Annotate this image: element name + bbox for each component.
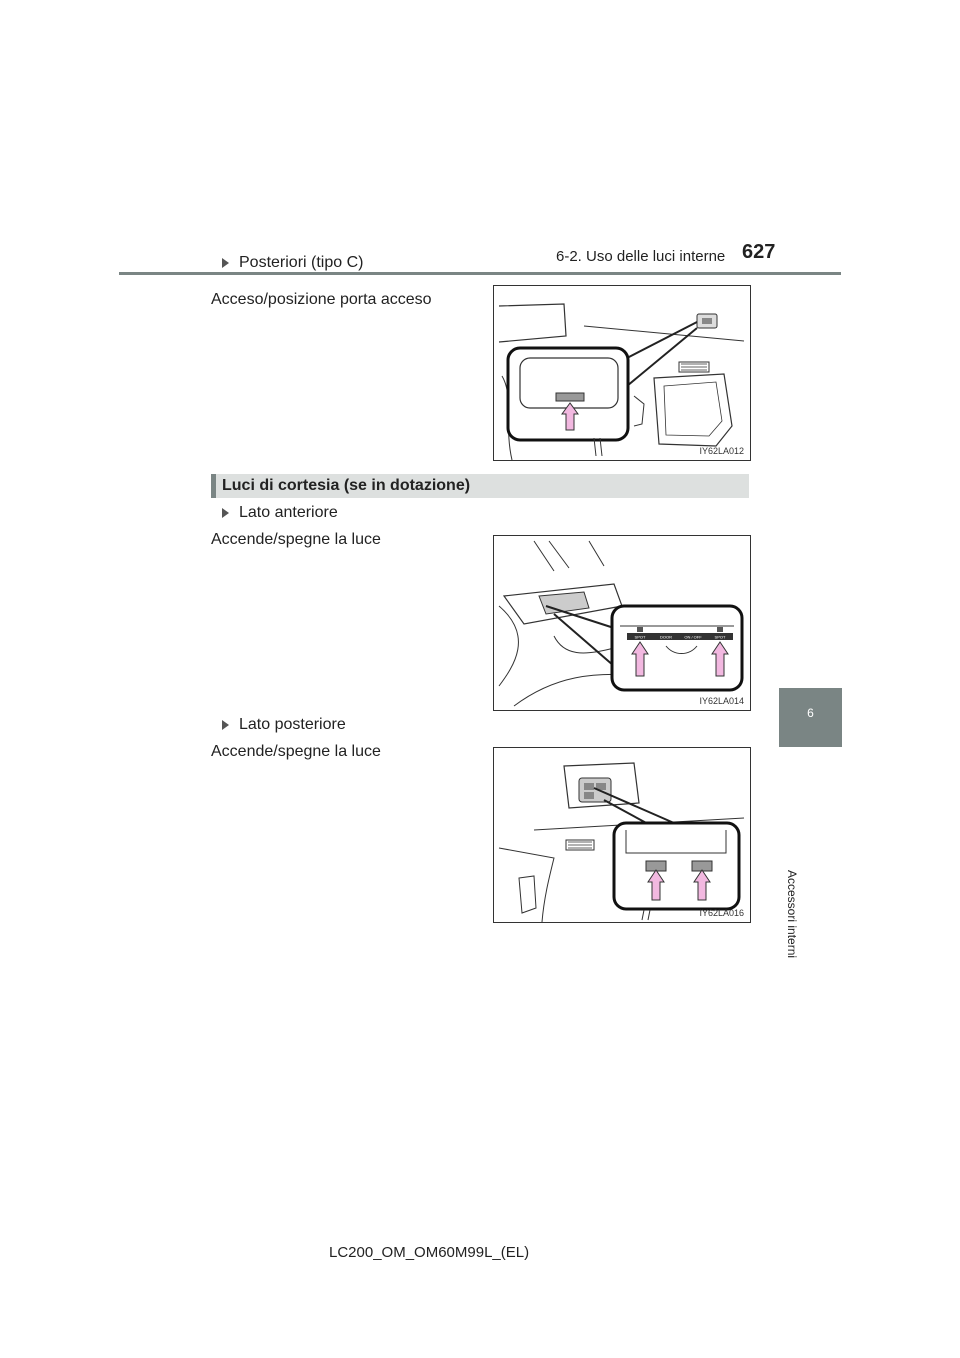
figure-front-courtesy-light: SPOT DOOR ON / OFF SPOT IY62LA014 bbox=[493, 535, 751, 711]
footer-model-code: LC200_OM_OM60M99L_(EL) bbox=[329, 1244, 530, 1261]
spot-left-button-label: SPOT bbox=[635, 635, 646, 640]
bullet-triangle-icon bbox=[222, 508, 229, 518]
bullet-front-side: Lato anteriore bbox=[222, 504, 338, 522]
bullet-front-side-label: Lato anteriore bbox=[239, 504, 338, 521]
section-title: 6-2. Uso delle luci interne bbox=[556, 248, 726, 265]
figure1-code: IY62LA012 bbox=[699, 446, 744, 456]
rear-type-c-illustration bbox=[498, 303, 745, 460]
figure-rear-type-c-light: IY62LA012 bbox=[493, 285, 751, 461]
section-heading-bar bbox=[211, 474, 749, 498]
text-rear-type-c: Acceso/posizione porta acceso bbox=[211, 291, 432, 308]
text-rear-side: Accende/spegne la luce bbox=[211, 743, 381, 760]
bullet-rear-type-c: Posteriori (tipo C) bbox=[222, 254, 363, 272]
chapter-number: 6 bbox=[807, 706, 814, 720]
figure-rear-courtesy-light: IY62LA016 bbox=[493, 747, 751, 923]
bullet-triangle-icon bbox=[222, 720, 229, 730]
header-divider bbox=[119, 272, 841, 275]
text-front-side: Accende/spegne la luce bbox=[211, 531, 381, 548]
rear-courtesy-illustration bbox=[498, 762, 745, 922]
figure2-code: IY62LA014 bbox=[699, 696, 744, 706]
onoff-button-label: ON / OFF bbox=[684, 635, 702, 640]
bullet-rear-type-c-label: Posteriori (tipo C) bbox=[239, 254, 364, 271]
chapter-tab bbox=[779, 688, 842, 747]
section-heading: Luci di cortesia (se in dotazione) bbox=[222, 477, 471, 494]
page-number: 627 bbox=[742, 241, 776, 263]
front-courtesy-illustration: SPOT DOOR ON / OFF SPOT bbox=[498, 540, 744, 707]
bullet-rear-side: Lato posteriore bbox=[222, 716, 346, 734]
door-button-label: DOOR bbox=[660, 635, 672, 640]
figure3-code: IY62LA016 bbox=[699, 908, 744, 918]
spot-right-button-label: SPOT bbox=[715, 635, 726, 640]
chapter-label: Accessori interni bbox=[785, 870, 799, 959]
bullet-rear-side-label: Lato posteriore bbox=[239, 716, 346, 733]
bullet-triangle-icon bbox=[222, 258, 229, 268]
